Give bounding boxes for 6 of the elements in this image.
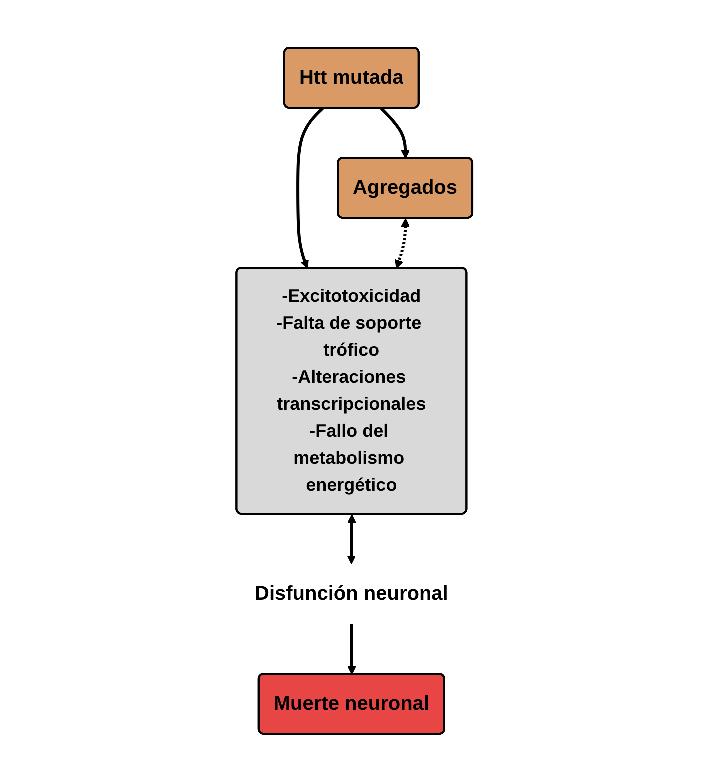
- arrow: [348, 624, 357, 675]
- arrow: [348, 514, 357, 564]
- arrow: [395, 218, 410, 269]
- arrow: [296, 107, 324, 269]
- arrow: [380, 107, 410, 159]
- node-text: Disfunción neuronal: [255, 583, 449, 605]
